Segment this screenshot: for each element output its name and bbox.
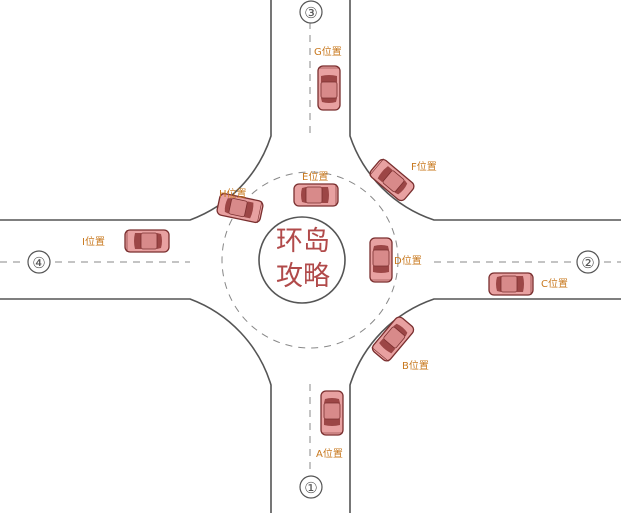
central-island <box>258 216 346 304</box>
road-number-3: ③ <box>299 0 323 24</box>
car-e <box>293 183 339 207</box>
car-f <box>367 156 417 204</box>
lane-dashes <box>0 22 621 470</box>
car-b <box>369 314 417 364</box>
label-h: H位置 <box>219 187 247 200</box>
svg-text:③: ③ <box>304 4 317 22</box>
label-d: D位置 <box>394 254 422 267</box>
label-e: E位置 <box>302 170 328 183</box>
svg-text:①: ① <box>304 479 317 497</box>
label-f: F位置 <box>411 160 437 173</box>
svg-text:④: ④ <box>32 254 45 272</box>
road-number-1: ① <box>299 475 323 499</box>
label-a: A位置 <box>316 447 343 460</box>
label-c: C位置 <box>541 277 568 290</box>
label-g: G位置 <box>314 45 342 58</box>
car-d <box>369 237 393 283</box>
car-c <box>488 272 534 296</box>
car-a <box>320 390 344 436</box>
road-number-4: ④ <box>27 250 51 274</box>
svg-text:②: ② <box>581 254 594 272</box>
center-title-line1: 环岛 <box>276 226 330 257</box>
label-b: B位置 <box>402 359 429 372</box>
car-i <box>124 229 170 253</box>
road-number-2: ② <box>576 250 600 274</box>
label-i: I位置 <box>82 235 105 248</box>
car-g <box>317 65 341 111</box>
center-title-line2: 攻略 <box>276 261 330 292</box>
